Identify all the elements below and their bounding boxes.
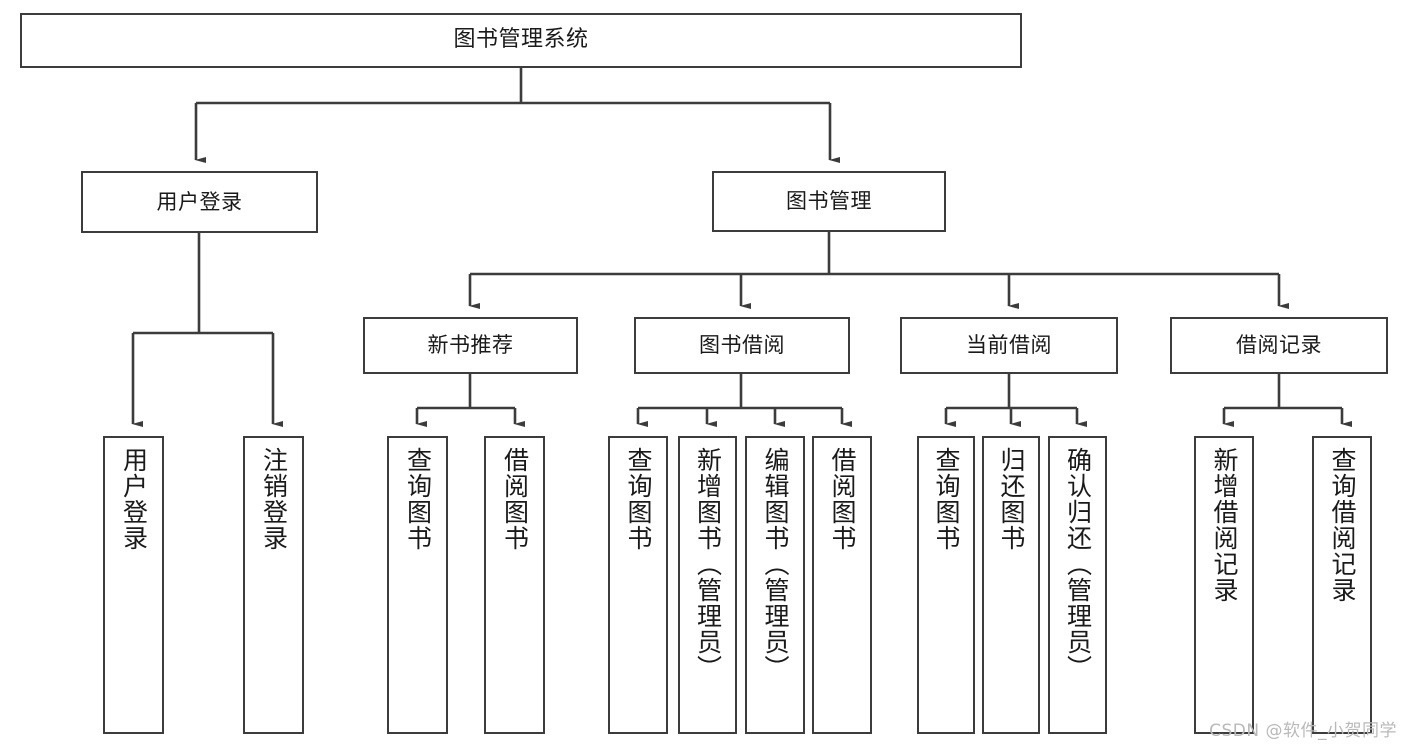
node-new-book-recommend-label: 新书推荐 — [427, 333, 514, 358]
leaf-current-borrow-return[interactable]: 归还图书 — [982, 436, 1040, 734]
leaf-new-book-borrow-label: 借阅图书 — [500, 447, 530, 551]
node-book-management-label: 图书管理 — [786, 189, 872, 214]
leaf-book-borrow-edit-label: 编辑图书（管理员） — [761, 447, 790, 681]
leaf-user-login-signin[interactable]: 用户登录 — [103, 436, 164, 734]
node-user-login[interactable]: 用户登录 — [81, 171, 318, 233]
leaf-user-login-signout-label: 注销登录 — [259, 447, 289, 551]
node-new-book-recommend[interactable]: 新书推荐 — [363, 317, 578, 374]
leaf-borrow-record-query-label: 查询借阅记录 — [1328, 447, 1357, 603]
leaf-user-login-signin-label: 用户登录 — [119, 447, 149, 551]
watermark: CSDN @软件_小贺同学 — [1209, 721, 1397, 741]
node-root-label: 图书管理系统 — [453, 27, 589, 53]
leaf-current-borrow-return-label: 归还图书 — [997, 447, 1026, 551]
node-borrow-record-label: 借阅记录 — [1236, 333, 1322, 358]
node-user-login-label: 用户登录 — [156, 189, 243, 214]
leaf-user-login-signout[interactable]: 注销登录 — [243, 436, 304, 734]
leaf-book-borrow-add[interactable]: 新增图书（管理员） — [678, 436, 737, 734]
leaf-current-borrow-confirm[interactable]: 确认归还（管理员） — [1048, 436, 1107, 734]
leaf-book-borrow-query-label: 查询图书 — [624, 447, 653, 551]
leaf-book-borrow-edit[interactable]: 编辑图书（管理员） — [745, 436, 805, 734]
leaf-new-book-query[interactable]: 查询图书 — [387, 436, 448, 734]
node-book-borrow-label: 图书借阅 — [699, 333, 785, 358]
leaf-current-borrow-confirm-label: 确认归还（管理员） — [1063, 447, 1093, 681]
leaf-borrow-record-add[interactable]: 新增借阅记录 — [1194, 436, 1254, 734]
leaf-book-borrow-add-label: 新增图书（管理员） — [693, 447, 723, 681]
leaf-new-book-query-label: 查询图书 — [403, 447, 433, 551]
leaf-borrow-record-add-label: 新增借阅记录 — [1210, 447, 1239, 603]
leaf-current-borrow-query-label: 查询图书 — [932, 447, 961, 551]
node-book-borrow[interactable]: 图书借阅 — [634, 317, 850, 374]
leaf-borrow-record-query[interactable]: 查询借阅记录 — [1312, 436, 1372, 734]
leaf-book-borrow-borrow[interactable]: 借阅图书 — [812, 436, 872, 734]
leaf-book-borrow-query[interactable]: 查询图书 — [608, 436, 668, 734]
leaf-current-borrow-query[interactable]: 查询图书 — [917, 436, 975, 734]
node-current-borrow-label: 当前借阅 — [966, 333, 1052, 358]
node-current-borrow[interactable]: 当前借阅 — [900, 317, 1118, 374]
node-book-management[interactable]: 图书管理 — [712, 171, 946, 232]
leaf-new-book-borrow[interactable]: 借阅图书 — [484, 436, 545, 734]
node-root[interactable]: 图书管理系统 — [20, 13, 1022, 68]
node-borrow-record[interactable]: 借阅记录 — [1170, 317, 1388, 374]
leaf-book-borrow-borrow-label: 借阅图书 — [828, 447, 857, 551]
